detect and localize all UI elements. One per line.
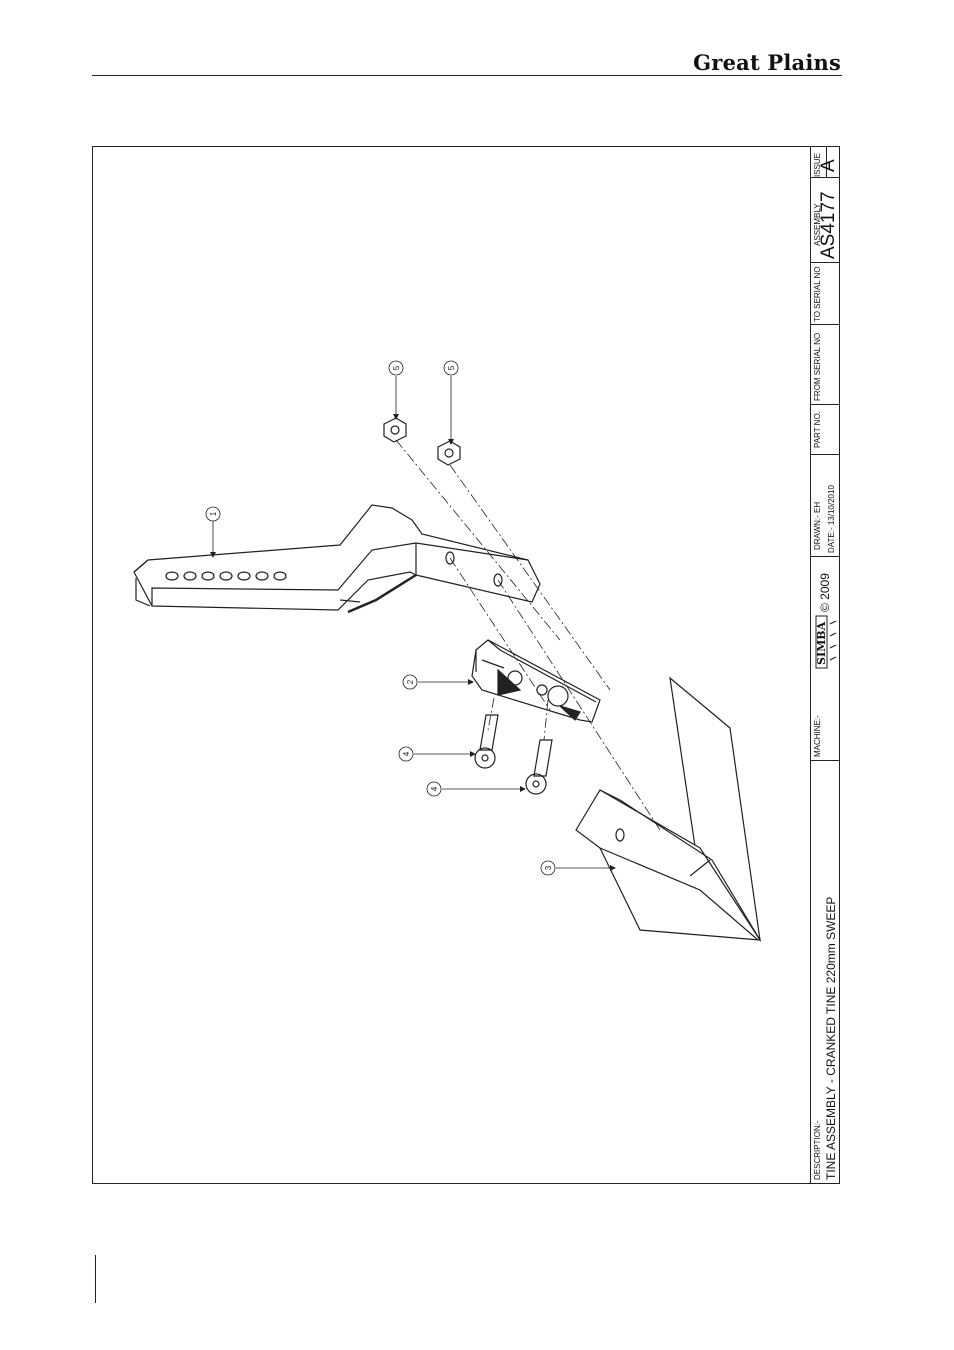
callout-1-label: 1 [209,511,218,516]
adapter-block [472,640,600,722]
callout-2-label: 2 [406,679,415,684]
callout-3-label: 3 [544,865,553,870]
sweep [576,678,760,940]
callout-5a: 5 [389,361,403,375]
callout-1: 1 [206,507,220,521]
callout-4b: 4 [427,782,441,796]
bolt-lower [526,740,552,794]
nut-upper [384,418,406,442]
callout-leaders [213,376,612,868]
callout-3: 3 [541,861,555,875]
callout-5b-label: 5 [447,365,456,370]
callout-2: 2 [403,675,417,689]
footer-rule [95,1255,96,1303]
callout-5b: 5 [444,361,458,375]
callout-4a-label: 4 [402,751,411,756]
callout-4a: 4 [399,747,413,761]
callout-arrowheads [210,414,616,871]
assembly-centerlines [396,440,660,830]
nut-lower [438,441,460,465]
callout-4b-label: 4 [430,786,439,791]
callout-5a-label: 5 [392,365,401,370]
bolt-upper [475,715,498,768]
cranked-tine [134,505,540,612]
